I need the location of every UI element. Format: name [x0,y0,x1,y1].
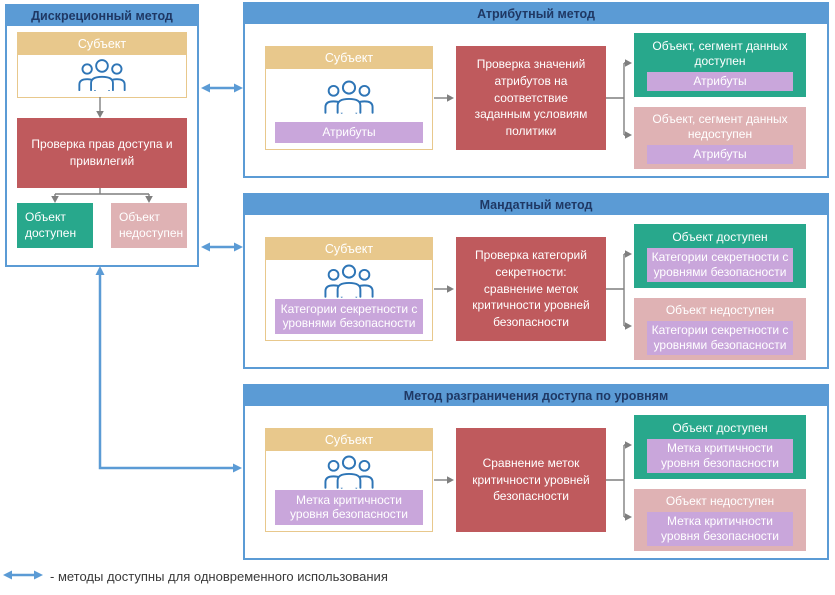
users-icon [77,57,127,91]
subject-box: Субъект Атрибуты [265,46,433,150]
panel-title: Дискреционный метод [7,6,197,26]
legend-text: - методы доступны для одновременного исп… [50,569,388,584]
object-denied-box: Объект, сегмент данных недоступен Атрибу… [634,107,806,169]
result-tag: Категории секретности с уровнями безопас… [647,321,793,355]
result-tag: Категории секретности с уровнями безопас… [647,248,793,282]
panel-discretionary: Дискреционный метод Субъект Проверка пра… [5,4,199,267]
result-title: Объект, сегмент данных доступен [652,39,788,69]
subject-label: Субъект [18,33,186,55]
result-tag: Метка критичности уровня безопасности [647,439,793,473]
subject-box: Субъект Категории секретности с уровнями… [265,237,433,341]
panel-levels: Метод разграничения доступа по уровням С… [243,384,829,560]
result-title: Объект недоступен [665,303,775,318]
result-tag: Атрибуты [647,145,793,164]
double-arrow-icon [3,569,43,584]
users-icon [323,262,375,299]
object-allowed-box: Объект, сегмент данных доступен Атрибуты [634,33,806,97]
subject-tag: Атрибуты [275,122,423,143]
result-title: Объект доступен [672,421,768,436]
subject-label: Субъект [266,429,432,451]
result-title: Объект, сегмент данных недоступен [652,112,788,142]
users-icon [323,453,375,490]
object-denied-box: Объект недоступен [111,203,187,248]
panel-title: Атрибутный метод [245,4,827,24]
result-tag: Метка критичности уровня безопасности [647,512,793,546]
users-icon [323,71,375,122]
subject-box: Субъект Метка критичности уровня безопас… [265,428,433,532]
panel-mandatory: Мандатный метод Субъект Категории секрет… [243,193,829,369]
subject-box: Субъект [17,32,187,98]
object-denied-box: Объект недоступен Метка критичности уров… [634,489,806,551]
subject-label: Субъект [266,47,432,69]
object-allowed-box: Объект доступен Метка критичности уровня… [634,415,806,479]
result-title: Объект доступен [672,230,768,245]
subject-label: Субъект [266,238,432,260]
check-box: Проверка категорий секретности: сравнени… [456,237,606,341]
check-box: Проверка прав доступа и привилегий [17,118,187,188]
subject-tag: Категории секретности с уровнями безопас… [275,298,423,334]
check-box: Проверка значений атрибутов на соответст… [456,46,606,150]
result-title: Объект недоступен [665,494,775,509]
check-box: Сравнение меток критичности уровней безо… [456,428,606,532]
object-allowed-box: Объект доступен [17,203,93,248]
panel-title: Метод разграничения доступа по уровням [245,386,827,406]
legend: - методы доступны для одновременного исп… [3,569,388,584]
panel-title: Мандатный метод [245,195,827,215]
object-allowed-box: Объект доступен Категории секретности с … [634,224,806,288]
panel-attribute: Атрибутный метод Субъект Атрибуты Провер… [243,2,829,178]
result-tag: Атрибуты [647,72,793,91]
object-denied-box: Объект недоступен Категории секретности … [634,298,806,360]
subject-tag: Метка критичности уровня безопасности [275,489,423,525]
